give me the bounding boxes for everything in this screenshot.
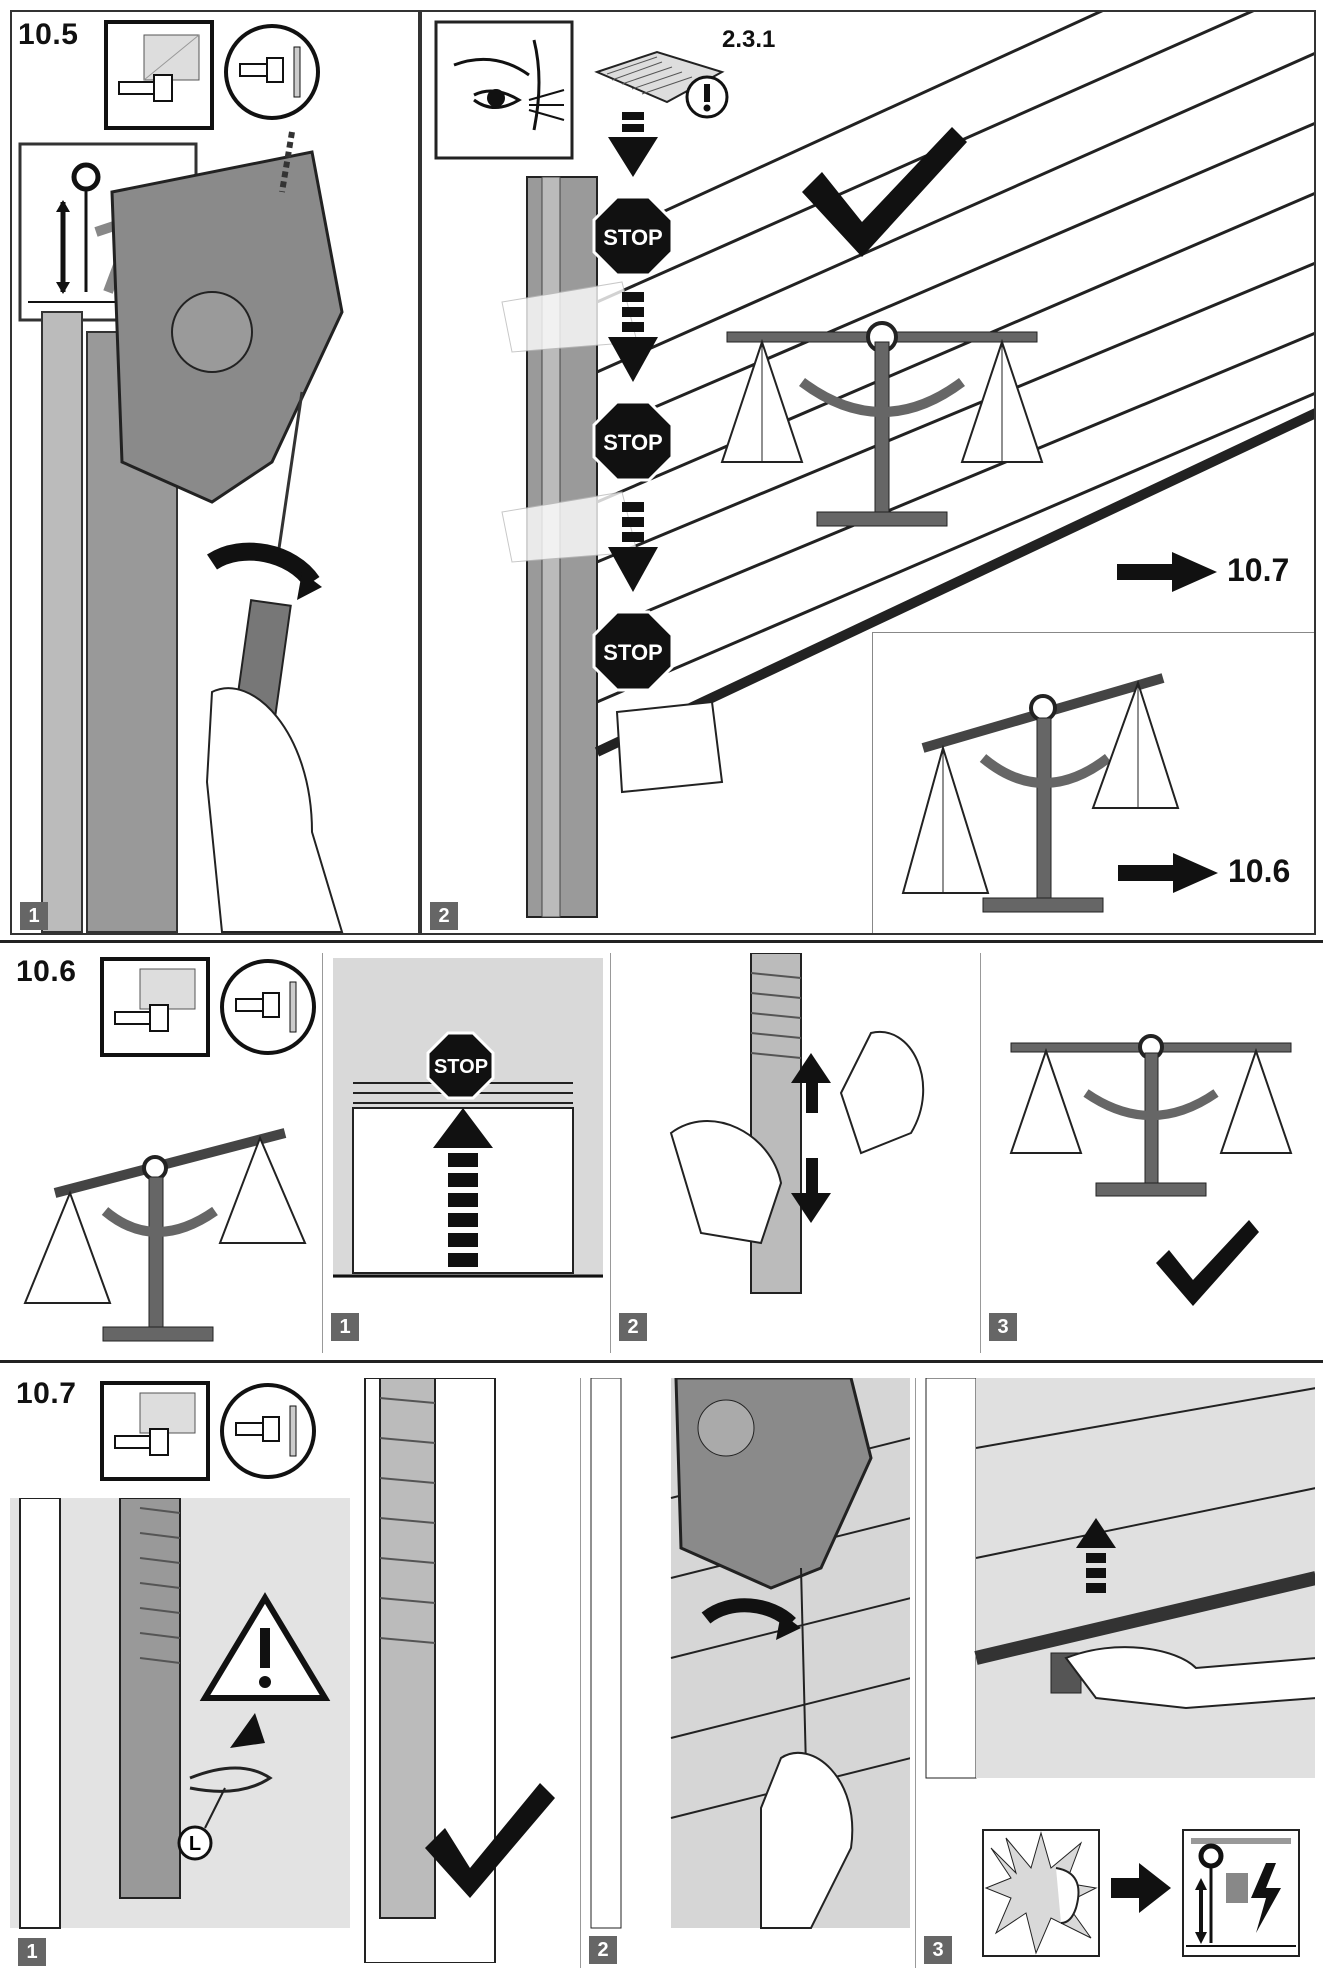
door-opening-stop: STOP <box>333 958 603 1278</box>
step-number: 2 <box>619 1313 647 1341</box>
section-10-7: 10.7 L <box>0 1360 1323 1970</box>
arrow-right-icon <box>1117 552 1217 592</box>
noise-icon <box>982 1829 1100 1957</box>
arrow-right-icon <box>1111 1863 1171 1913</box>
spring-locked-illustration <box>364 1378 555 1963</box>
section-title: 10.6 <box>16 955 77 988</box>
disconnect-door-icon <box>1182 1829 1300 1957</box>
step-number: 2 <box>430 902 458 930</box>
section-title: 10.5 <box>18 18 79 51</box>
step-number: 1 <box>18 1938 46 1966</box>
balanced-scale-icon <box>720 321 1044 527</box>
detached-mode-icon <box>224 24 320 120</box>
step-number: 3 <box>989 1313 1017 1341</box>
warning-circle-icon <box>685 75 729 119</box>
eye-icon <box>434 20 574 160</box>
stop-sign-2: STOP <box>603 430 663 455</box>
down-arrows-stops: STOP STOP STOP <box>592 112 674 692</box>
panel-10-6-step-2: 2 <box>610 953 980 1353</box>
panel-10-7-step-1b <box>355 1378 580 1963</box>
panel-10-7-step-3: 3 <box>915 1378 1315 1968</box>
spring-lock-illustration: L <box>10 1498 350 1929</box>
unbalanced-scale-icon <box>901 673 1180 913</box>
door-slats <box>501 12 1314 918</box>
next-step-unbalanced: 10.6 <box>1228 853 1291 889</box>
lock-label: L <box>189 1833 201 1855</box>
section-10-5: 10.5 <box>0 0 1323 940</box>
panel-10-5-step-2: 2.3.1 <box>420 10 1316 935</box>
section-title: 10.7 <box>16 1377 77 1410</box>
section-10-6: 10.6 ST <box>0 940 1323 1360</box>
panel-10-7-step-1: L 1 <box>10 1498 350 1968</box>
stop-sign-1: STOP <box>603 225 663 250</box>
step-number: 3 <box>924 1936 952 1964</box>
panel-10-7-step-2: 2 <box>580 1378 910 1968</box>
detached-mode-icon <box>220 959 316 1055</box>
manual-reference: 2.3.1 <box>722 26 776 53</box>
step-number: 1 <box>331 1313 359 1341</box>
next-step-balanced: 10.7 <box>1227 552 1290 588</box>
manual-mode-icon <box>104 20 214 130</box>
panel-10-6-step-3: 3 <box>980 953 1316 1353</box>
spring-adjust-illustration <box>669 953 925 1294</box>
operator-illustration <box>41 131 344 933</box>
step-number: 2 <box>589 1936 617 1964</box>
stop-sign: STOP <box>434 1056 488 1078</box>
stop-sign-3: STOP <box>603 640 663 665</box>
balanced-scale-icon <box>1009 1034 1293 1197</box>
panel-10-5-step-1: 10.5 <box>10 10 420 935</box>
step-number: 1 <box>20 902 48 930</box>
arrow-right-icon <box>1118 853 1218 893</box>
reconnect-operator-illustration <box>590 1378 910 1929</box>
checkmark-icon <box>1156 1220 1259 1306</box>
manual-mode-icon <box>100 957 210 1057</box>
manual-mode-icon <box>100 1381 210 1481</box>
unbalanced-scale-icon <box>23 1128 307 1342</box>
panel-10-6-step-1: STOP 1 <box>322 953 610 1353</box>
checkmark-icon <box>802 127 967 257</box>
detached-mode-icon <box>220 1383 316 1479</box>
raise-door-illustration <box>925 1378 1315 1779</box>
unbalanced-inset: 10.6 <box>872 632 1314 933</box>
manual-book-icon <box>594 50 725 104</box>
